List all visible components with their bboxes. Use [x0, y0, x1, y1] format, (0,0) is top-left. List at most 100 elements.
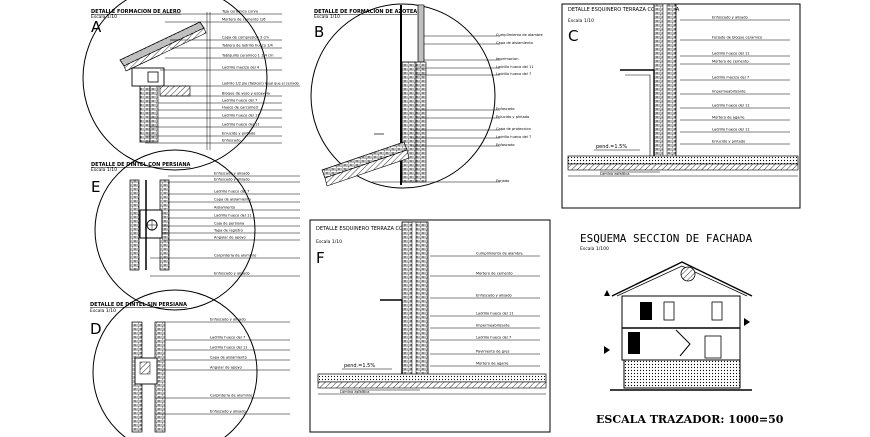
detail-d-note: Ladrillo hueco del 11: [210, 346, 248, 350]
detail-a-note: Ladrillo hueco del 7: [222, 99, 257, 103]
detail-d-title: DETALLE DE DINTEL SIN PERSIANA: [90, 302, 187, 308]
detail-d-note: Enfoscado y alisado: [210, 410, 246, 414]
detail-c-note: Ladrillo hueco del 11: [712, 104, 750, 108]
detail-f-notes: Cumplimiento de alambre Mortero de cemen…: [340, 252, 540, 394]
detail-f-note: Pavimento de gres: [476, 350, 510, 354]
detail-f-letter: F: [316, 249, 325, 267]
detail-f-note: Ladrillo hueco del 11: [476, 312, 514, 316]
detail-b-note: Capa de proteccion: [496, 127, 531, 131]
facade-scale: Escala 1/100: [580, 246, 609, 252]
detail-c-note: Lamina asfaltica: [600, 172, 629, 176]
detail-f-slope: pend.=1.5%: [344, 363, 375, 369]
detail-b-title: DETALLE DE FORMACION DE AZOTEA: [314, 9, 417, 15]
detail-b-note: Capa de aislamiento: [496, 41, 533, 45]
detail-c-note: Enlucido y pintado: [712, 140, 745, 144]
detail-e-note: Carpinteria de aluminio: [214, 254, 256, 258]
detail-f-note: Enfoscado y alisado: [476, 294, 512, 298]
detail-f-note: Mortero de agarre: [476, 362, 509, 366]
detail-a-note: Tablero de ladrillo hueco 1/4: [221, 44, 274, 48]
detail-f-scale: Escala 1/10: [316, 239, 342, 245]
detail-e-note: Angular de apoyo: [214, 236, 246, 240]
facade-section: ESQUEMA SECCION DE FACHADA Escala 1/100 …: [580, 232, 784, 426]
detail-a-letter: A: [91, 18, 102, 36]
detail-d-scale: Escala 1/10: [90, 308, 116, 314]
detail-e-note: Tapa de registro: [213, 229, 243, 233]
detail-c-slope: pend.=1.5%: [596, 144, 627, 150]
detail-b-note: Forjado: [496, 179, 509, 183]
detail-f-note: Impermeabilizante: [476, 324, 510, 328]
detail-a-note: Enfoscado: [222, 139, 241, 143]
detail-c-note: Enfoscado y alisado: [712, 16, 748, 20]
detail-b-note: Imprimacion: [496, 57, 518, 61]
detail-b-scale: Escala 1/10: [314, 14, 340, 20]
detail-c-notes: Enfoscado y alisado Forjado de bloque ce…: [600, 16, 790, 176]
detail-f-note: Mortero de cemento: [476, 272, 513, 276]
detail-f-note: Lamina asfaltica: [340, 390, 369, 394]
detail-c-title: DETALLE ESQUINERO TERRAZA CON PUERTA: [568, 7, 680, 13]
detail-a-notes: Teja ceramica curva Mortero de cemento 1…: [145, 10, 300, 144]
detail-c-note: Ladrillo hueco del 11: [712, 128, 750, 132]
detail-f-note: Cumplimiento de alambre: [476, 252, 524, 256]
detail-e-note: Enfoscado y alisado: [214, 178, 250, 182]
detail-a-note: Ladrillo 1/2 pie (Tabicon) Igual que el …: [222, 82, 299, 86]
detail-f-note: Ladrillo hueco del 7: [476, 336, 511, 340]
detail-a-title: DETALLE FORMACION DE ALERO: [91, 9, 181, 15]
detail-a-note: Hueco de carcomed: [222, 106, 258, 110]
detail-b-note: Cumplimiento de alambre: [496, 33, 544, 37]
detail-f: DETALLE ESQUINERO TERRAZA CON PUERTA Esc…: [309, 219, 551, 433]
detail-d-letter: D: [90, 320, 102, 338]
detail-f-title: DETALLE ESQUINERO TERRAZA CON PUERTA: [316, 226, 428, 232]
plotter-scale: ESCALA TRAZADOR: 1000=50: [596, 413, 784, 426]
detail-e-letter: E: [91, 178, 100, 196]
detail-c-note: Ladrillo macizo del 7: [712, 76, 749, 80]
detail-b-note: Ladrillo hueco del 7: [496, 135, 531, 139]
detail-a-note: Enlucido y pintado: [222, 132, 255, 136]
detail-b-note: Enfoscado: [496, 143, 515, 147]
detail-e-notes: Enfoscado y alisado Enfoscado y alisado …: [150, 172, 300, 277]
detail-e-scale: Escala 1/10: [91, 167, 117, 173]
detail-d-note: Angular de apoyo: [210, 366, 242, 370]
detail-a-note: Tabiquillo ceramico 1 1/4 cm: [221, 54, 274, 58]
detail-c-note: Impermeabilizante: [712, 90, 746, 94]
detail-e-note: Caja de persiana: [214, 222, 244, 226]
detail-b-note: Enlucido y pintado: [496, 115, 529, 119]
detail-a: DETALLE FORMACION DE ALERO Escala 1/10 A…: [82, 0, 300, 171]
detail-c-note: Mortero de cemento: [712, 60, 749, 64]
detail-e-note: Enfoscado y alisado: [214, 272, 250, 276]
detail-b-letter: B: [314, 23, 324, 41]
detail-e-note: Ladrillo hueco del 11: [214, 214, 252, 218]
detail-c-note: Forjado de bloque ceramico: [712, 36, 762, 40]
detail-e-note: Capa de aislamiento: [214, 198, 251, 202]
detail-d: DETALLE DE DINTEL SIN PERSIANA Escala 1/…: [90, 289, 290, 437]
detail-d-note: Enfoscado y alisado: [210, 318, 246, 322]
detail-c-note: Mortero de agarre: [712, 116, 745, 120]
detail-a-note: Ladrillo hueco del 11: [222, 123, 260, 127]
detail-e-note: Aislamiento: [214, 206, 235, 210]
detail-a-note: Capa de compresion 3 cm: [222, 36, 269, 40]
detail-a-note: Bloque de yeso y escayola: [222, 92, 270, 96]
detail-b-note: Ladrillo hueco del 7: [496, 72, 531, 76]
detail-d-note: Ladrillo hueco del 7: [210, 336, 245, 340]
detail-b-note: Ladrillo hueco del 11: [496, 65, 534, 69]
detail-a-note: Teja ceramica curva: [221, 10, 258, 14]
detail-c-letter: C: [568, 27, 578, 45]
detail-a-note: Ladrillo macizo del 4: [222, 66, 260, 70]
detail-e-note: Enfoscado y alisado: [214, 172, 250, 176]
detail-a-note: Mortero de cemento 1/6: [222, 18, 266, 22]
detail-c-scale: Escala 1/10: [568, 18, 594, 24]
detail-e: DETALLE DE DINTEL CON PERSIANA Escala 1/…: [91, 149, 300, 311]
facade-title: ESQUEMA SECCION DE FACHADA: [580, 232, 753, 245]
detail-c-note: Ladrillo hueco del 11: [712, 52, 750, 56]
detail-e-note: Ladrillo hueco del 7: [214, 190, 249, 194]
detail-d-notes: Enfoscado y alisado Ladrillo hueco del 7…: [155, 318, 290, 415]
detail-b-note: Enfoscado: [496, 107, 515, 111]
detail-a-scale: Escala 1/10: [91, 14, 117, 20]
detail-b-notes: Cumplimiento de alambre Capa de aislamie…: [372, 33, 544, 183]
detail-d-note: Carpinteria de aluminio: [210, 394, 252, 398]
detail-e-title: DETALLE DE DINTEL CON PERSIANA: [91, 162, 191, 168]
detail-a-note: Ladrillo hueco del 11: [222, 114, 260, 118]
detail-b: DETALLE DE FORMACION DE AZOTEA Escala 1/…: [310, 3, 544, 189]
detail-c: DETALLE ESQUINERO TERRAZA CON PUERTA Esc…: [561, 3, 801, 209]
detail-d-note: Capa de aislamiento: [210, 356, 247, 360]
